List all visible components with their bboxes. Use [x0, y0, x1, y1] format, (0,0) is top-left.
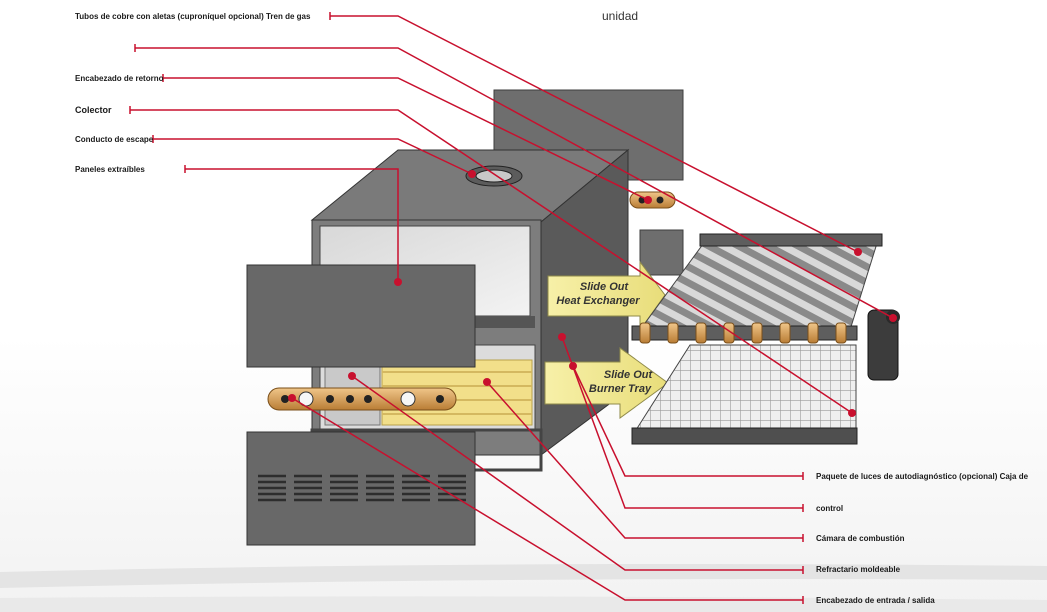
tube-fittings — [639, 322, 847, 344]
heat-exchanger-rear-header — [699, 233, 883, 247]
gas-valve — [867, 309, 899, 381]
burner-tray-caption-2: Burner Tray — [589, 383, 652, 395]
label-castable-refractory: Refractario moldeable — [816, 565, 901, 574]
label-diagnostic-lights: Paquete de luces de autodiagnóstico (opc… — [816, 472, 1029, 481]
louver-vents — [258, 474, 466, 502]
burner-tray-caption-1: Slide Out — [604, 369, 654, 381]
burner-tray-frame — [631, 427, 858, 445]
label-removable-panels: Paneles extraíbles — [75, 165, 145, 174]
heat-exchanger-caption-2: Heat Exchanger — [556, 295, 640, 307]
label-return-header: Encabezado de retorno — [75, 74, 164, 83]
label-inlet-outlet-header: Encabezado de entrada / salida — [816, 596, 935, 605]
label-control-box: control — [816, 504, 844, 513]
leader-dots — [288, 170, 897, 417]
label-tubes-gas-train: Tubos de cobre con aletas (cuproníquel o… — [75, 12, 311, 21]
burner-tray — [635, 344, 857, 431]
label-exhaust-flue: Conducto de escape — [75, 135, 154, 144]
diagram-title: unidad — [602, 9, 639, 23]
label-combustion-chamber: Cámara de combustión — [816, 534, 905, 543]
heat-exchanger-front-header — [631, 325, 858, 341]
heat-exchanger-caption-1: Slide Out — [580, 281, 630, 293]
front-removable-panel — [246, 264, 476, 368]
leader-lines — [129, 12, 894, 604]
rear-panel — [639, 229, 684, 276]
inlet-outlet-header — [267, 387, 457, 411]
temperature-gauge — [400, 391, 416, 407]
exhaust-flue-opening — [475, 169, 513, 183]
label-manifold: Colector — [75, 105, 112, 115]
